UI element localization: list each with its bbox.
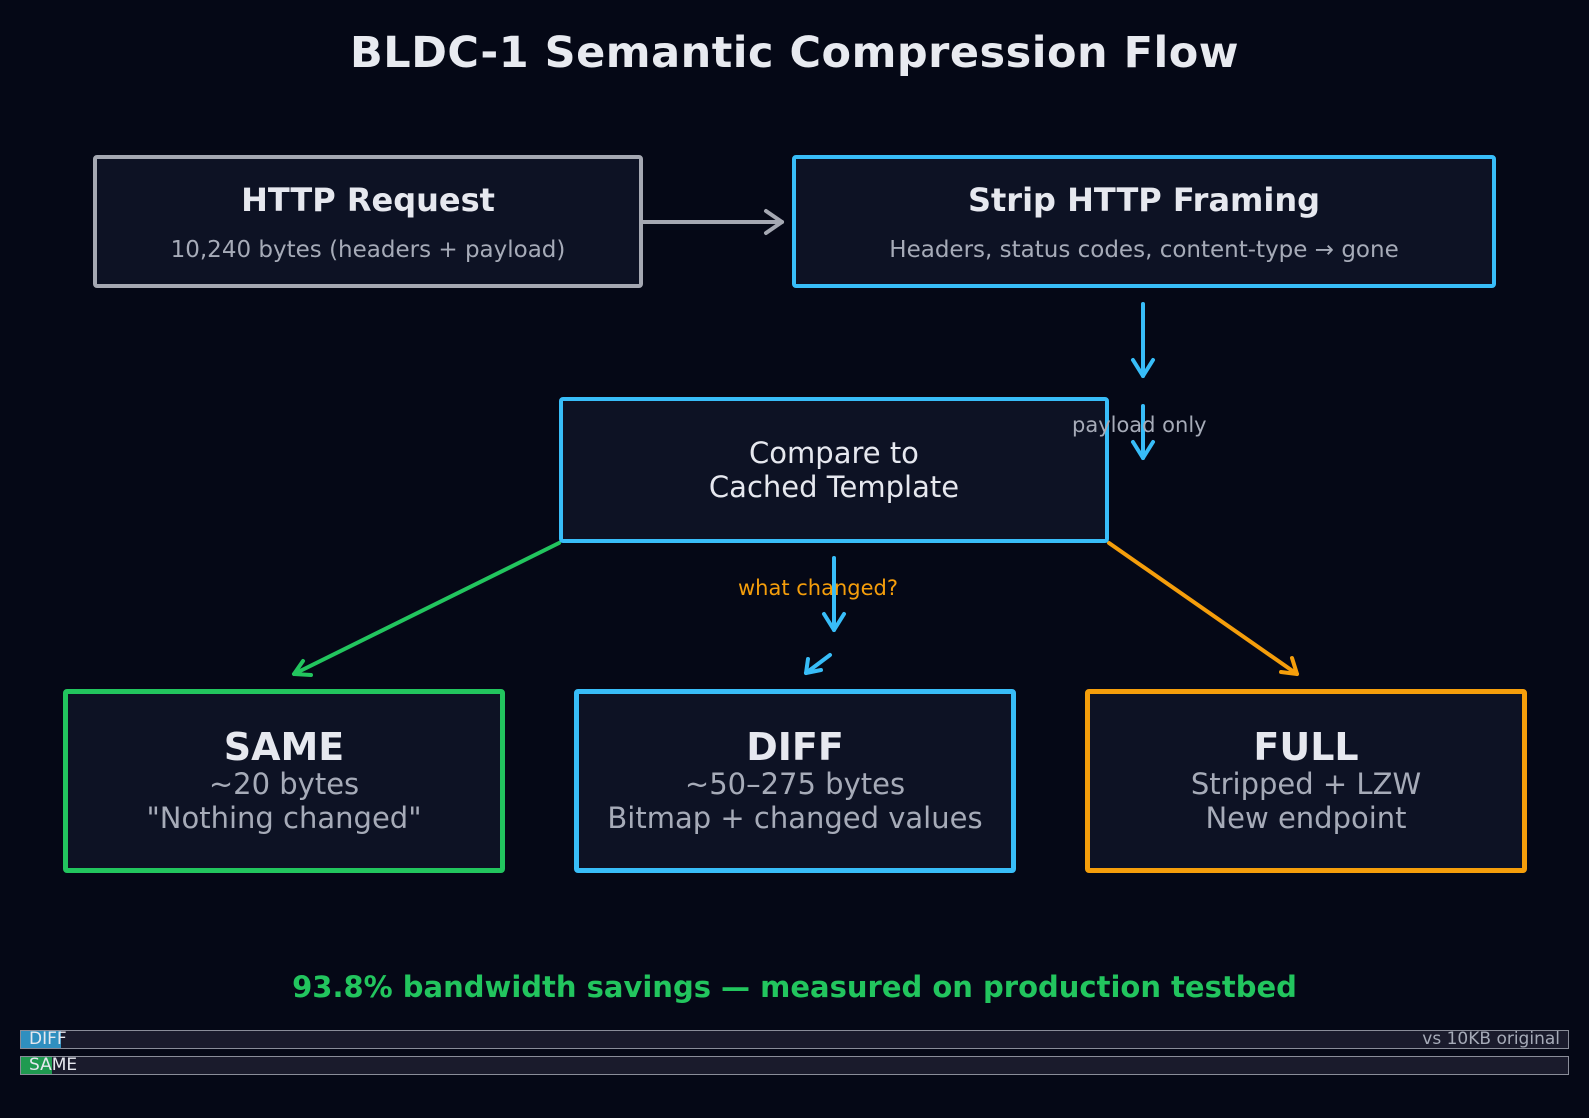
arrow-to-diff xyxy=(804,653,832,675)
diff-description: Bitmap + changed values xyxy=(607,801,983,835)
compare-line-1: Compare to xyxy=(749,436,919,470)
http-request-subtitle: 10,240 bytes (headers + payload) xyxy=(170,236,566,263)
strip-framing-subtitle: Headers, status codes, content-type → go… xyxy=(889,236,1399,263)
diff-bar-fill xyxy=(21,1031,62,1048)
diff-size-bar: DIFF vs 10KB original xyxy=(20,1029,1569,1049)
same-bar-label: SAME xyxy=(29,1055,78,1075)
same-size-bar: SAME xyxy=(20,1055,1569,1075)
payload-only-label: payload only xyxy=(1072,413,1207,437)
savings-statement: 93.8% bandwidth savings — measured on pr… xyxy=(292,970,1297,1004)
bar-comparison-note: vs 10KB original xyxy=(1422,1029,1560,1049)
diff-size: ~50–275 bytes xyxy=(684,767,906,801)
http-request-node: HTTP Request 10,240 bytes (headers + pay… xyxy=(93,155,643,288)
same-description: "Nothing changed" xyxy=(146,801,422,835)
strip-framing-node: Strip HTTP Framing Headers, status codes… xyxy=(792,155,1496,288)
same-title: SAME xyxy=(223,725,345,769)
arrow-compare-to-same xyxy=(292,541,561,676)
arrow-compare-to-full xyxy=(1107,541,1299,676)
full-description: New endpoint xyxy=(1205,801,1407,835)
compare-node: Compare to Cached Template xyxy=(559,397,1109,543)
same-size: ~20 bytes xyxy=(208,767,360,801)
strip-framing-title: Strip HTTP Framing xyxy=(967,180,1321,219)
diff-node: DIFF ~50–275 bytes Bitmap + changed valu… xyxy=(574,689,1016,873)
full-node: FULL Stripped + LZW New endpoint xyxy=(1085,689,1527,873)
http-request-title: HTTP Request xyxy=(241,180,495,219)
compare-line-2: Cached Template xyxy=(708,470,960,504)
what-changed-label: what changed? xyxy=(738,576,899,600)
diff-bar-label: DIFF xyxy=(29,1029,67,1049)
full-method: Stripped + LZW xyxy=(1190,767,1422,801)
same-bar-fill xyxy=(21,1057,52,1074)
full-title: FULL xyxy=(1253,725,1359,769)
diff-title: DIFF xyxy=(746,725,844,769)
diagram-title: BLDC-1 Semantic Compression Flow xyxy=(350,28,1239,78)
same-node: SAME ~20 bytes "Nothing changed" xyxy=(63,689,505,873)
